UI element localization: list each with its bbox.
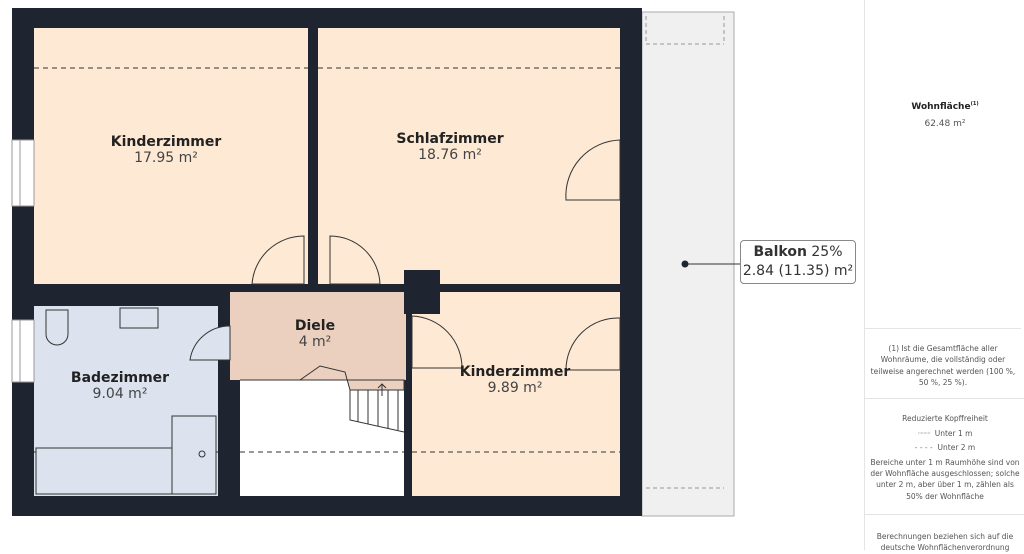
room-kinderzimmer-1: [34, 28, 308, 284]
calculation-note: Berechnungen beziehen sich auf die deuts…: [865, 514, 1024, 554]
headroom-title: Reduzierte Kopffreiheit: [902, 414, 988, 423]
stairs: [349, 383, 405, 433]
info-panel: Wohnfläche(1) 62.48 m² (1) Ist die Gesam…: [864, 0, 1024, 552]
doors: [189, 139, 621, 371]
floor-plan: [11, 8, 740, 517]
balcony-marker: [681, 260, 689, 268]
balkon-name: Balkon: [753, 244, 807, 260]
legend-under-2m: Unter 2 m: [937, 442, 976, 452]
title-footnote-mark: (1): [970, 101, 979, 107]
windows: [11, 139, 35, 383]
bathroom-fixtures: [35, 307, 217, 495]
room-diele: [230, 292, 406, 380]
balkon-percent: 25%: [811, 244, 843, 260]
stair-area: [240, 380, 404, 496]
room-schlafzimmer: [318, 28, 620, 284]
balkon-label: Balkon 25% 2.84 (11.35) m²: [740, 240, 856, 284]
headroom-section: Reduzierte Kopffreiheit ········· Unter …: [865, 398, 1024, 502]
footnote: (1) Ist die Gesamtfläche aller Wohnräume…: [865, 328, 1021, 398]
balkon-area: 2.84 (11.35) m²: [742, 263, 854, 279]
headroom-note: Bereiche unter 1 m Raumhöhe sind von der…: [870, 457, 1020, 501]
total-area: 62.48 m²: [924, 119, 966, 129]
legend-under-1m: Unter 1 m: [934, 429, 973, 439]
room-kinderzimmer-2: [412, 292, 620, 496]
panel-title: Wohnfläche: [911, 102, 971, 112]
